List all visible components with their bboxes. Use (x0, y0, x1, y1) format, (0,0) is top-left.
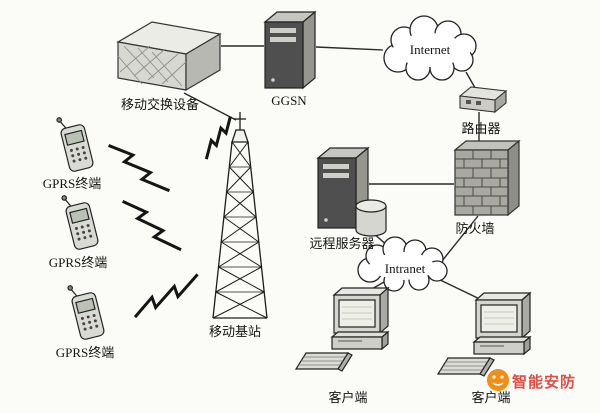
label-switch: 移动交换设备 (120, 97, 199, 112)
intranet-cloud (357, 236, 448, 292)
internet-cloud (383, 15, 477, 81)
switch-device (116, 21, 222, 92)
brick-joints (455, 150, 508, 215)
gprs-phone-3 (67, 285, 105, 340)
firewall (453, 139, 521, 217)
label-ggsn: GGSN (271, 93, 307, 108)
label-internet-cloud: Internet (409, 42, 451, 57)
ggsn-server (263, 10, 317, 90)
label-client-2: 客户端 (471, 390, 511, 405)
vent-crosshatch (117, 45, 187, 87)
line-firewall-intranet (441, 215, 479, 262)
tower-braces (212, 141, 268, 319)
tower-ties (215, 166, 265, 293)
label-remote-server: 远程服务器 (309, 236, 375, 251)
line-ggsn-internet (315, 46, 384, 51)
label-client-1: 客户端 (328, 390, 368, 405)
lightning-bolt-1-icon (108, 144, 171, 193)
label-gprs-terminal-2: GPRS终端 (48, 255, 108, 270)
label-firewall: 防火墙 (455, 221, 495, 236)
gprs-phone-2 (61, 195, 99, 250)
gprs-phone-1 (56, 117, 94, 172)
lightning-bolt-3-icon (133, 273, 199, 319)
lightning-bolt-2-icon (122, 200, 182, 252)
client-computer-1 (294, 286, 390, 372)
label-router: 路由器 (461, 121, 501, 136)
watermark-mascot-icon (487, 369, 509, 391)
database-cylinder (355, 199, 387, 237)
router-device (458, 86, 508, 114)
label-base-station: 移动基站 (208, 324, 261, 339)
client-computer-2 (436, 291, 532, 377)
label-gprs-terminal-3: GPRS终端 (55, 345, 115, 360)
watermark-text: 智能安防 (512, 375, 577, 391)
lightning-bolt-antenna-icon (204, 116, 232, 160)
label-gprs-terminal-1: GPRS终端 (42, 176, 102, 191)
base-station-tower (212, 112, 268, 319)
lightning-bolts (108, 116, 232, 319)
label-intranet-cloud: Intranet (384, 261, 426, 276)
line-switch-basestation (183, 92, 237, 121)
